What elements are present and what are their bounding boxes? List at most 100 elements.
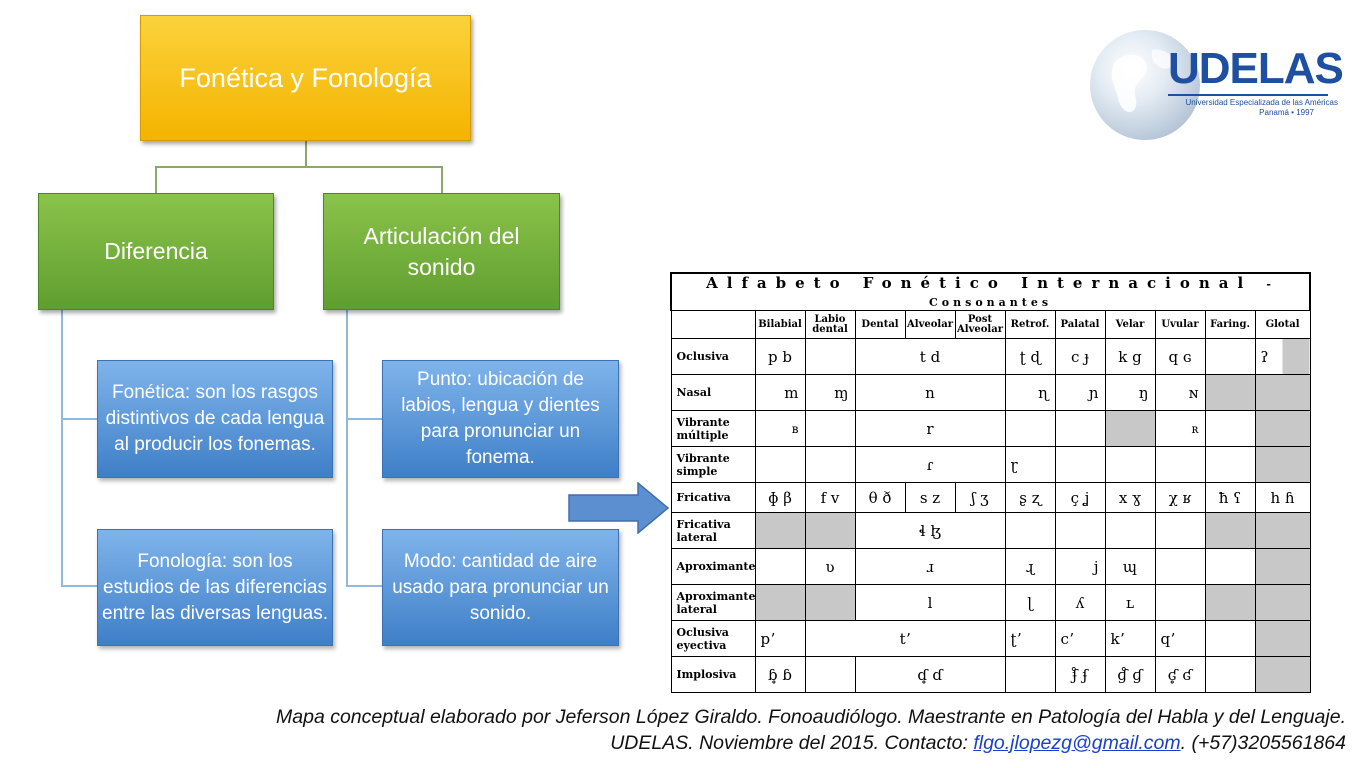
table-cell [1104, 446, 1156, 483]
table-cell: c ɟ [1054, 338, 1106, 375]
table-cell: p b [754, 338, 806, 375]
udelas-logo: UDELAS Universidad Especializada de las … [1090, 30, 1344, 142]
ipa-consonant-table: Alfabeto Fonético Internacional - Conson… [669, 272, 1312, 693]
column-header: Palatal [1054, 310, 1106, 339]
table-cell [1254, 656, 1311, 693]
table-cell: j [1054, 548, 1106, 585]
table-cell: f v [804, 482, 856, 513]
connector-left-trunk [61, 310, 63, 586]
table-cell: ʃ ʒ [954, 482, 1006, 513]
right-arrow-icon [568, 482, 670, 534]
table-cell [1154, 548, 1206, 585]
table-row: Fricativa lateral ɬ ɮ [670, 512, 1311, 549]
column-header: Velar [1104, 310, 1156, 339]
table-cell [1154, 512, 1206, 549]
ipa-table-title: Alfabeto Fonético Internacional - Conson… [669, 272, 1312, 311]
table-cell: ɬ ɮ [854, 512, 1006, 549]
table-cell [1254, 410, 1311, 447]
table-cell [1054, 512, 1106, 549]
table-cell: ɓ̥ ɓ [754, 656, 806, 693]
table-cell [1204, 410, 1256, 447]
table-cell: ɽ [1004, 446, 1056, 483]
table-cell: ɱ [804, 374, 856, 411]
connector-root-horizontal [155, 166, 443, 168]
table-cell: ɠ̊ ɠ [1104, 656, 1156, 693]
table-cell [804, 584, 856, 621]
table-cell: r [854, 410, 1006, 447]
table-cell: cʼ [1054, 620, 1106, 657]
table-cell: h ɦ [1254, 482, 1311, 513]
row-header: Fricativa [670, 482, 756, 513]
connector-right-down [441, 166, 443, 193]
branch-node-diferencia: Diferencia [38, 193, 274, 310]
table-cell [1254, 446, 1311, 483]
row-header: Aproximante lateral [670, 584, 756, 621]
table-cell: ʈʼ [1004, 620, 1056, 657]
globe-icon [1090, 30, 1200, 140]
column-header: Bilabial [754, 310, 806, 339]
table-cell [1004, 410, 1056, 447]
table-cell: s z [904, 482, 956, 513]
table-cell: ʎ [1054, 584, 1106, 621]
branch-node-articulacion: Articulación del sonido [323, 193, 560, 310]
row-header: Nasal [670, 374, 756, 411]
table-row: Aproximante lateral l ɭ ʎ ʟ [670, 584, 1311, 621]
table-cell [1204, 374, 1256, 411]
table-cell: ʙ [754, 410, 806, 447]
connector-left-down [155, 166, 157, 193]
table-cell [754, 584, 806, 621]
table-cell: ʄ̊ ʄ [1054, 656, 1106, 693]
table-cell [804, 446, 856, 483]
table-cell [1004, 512, 1056, 549]
table-cell [1204, 548, 1256, 585]
leaf-node-fonologia: Fonología: son los estudios de las difer… [97, 529, 333, 646]
table-cell [1054, 410, 1106, 447]
column-header: Labio dental [804, 310, 856, 339]
table-cell: ɗ̥ ɗ [854, 656, 1006, 693]
logo-subtitle: Universidad Especializada de las América… [1185, 98, 1338, 107]
table-cell: ɾ [854, 446, 1006, 483]
leaf-node-fonetica: Fonética: son los rasgos distintivos de … [97, 360, 333, 478]
table-cell: tʼ [804, 620, 1006, 657]
connector-right-item2 [346, 585, 383, 587]
table-cell [804, 512, 856, 549]
table-cell: ɭ [1004, 584, 1056, 621]
table-cell [804, 656, 856, 693]
table-cell: ɹ [854, 548, 1006, 585]
row-header: Vibrante múltiple [670, 410, 756, 447]
connector-right-item1 [346, 418, 383, 420]
table-cell: χ ʁ [1154, 482, 1206, 513]
table-cell: ʀ [1154, 410, 1206, 447]
ipa-table-subtitle: - Consonantes [929, 278, 1275, 309]
table-cell: ɻ [1004, 548, 1056, 585]
table-cell: ç ʝ [1054, 482, 1106, 513]
caption-line-1: Mapa conceptual elaborado por Jeferson L… [276, 706, 1346, 728]
row-header: Vibrante simple [670, 446, 756, 483]
table-cell: ɸ β [754, 482, 806, 513]
table-row: Oclusiva p b t d ʈ ɖ c ɟ k g q ɢ ʔ [670, 338, 1311, 375]
column-header: Retrof. [1004, 310, 1056, 339]
table-cell: ħ ʕ [1204, 482, 1256, 513]
table-cell: pʼ [754, 620, 806, 657]
leaf-node-punto: Punto: ubicación de labios, lengua y die… [382, 360, 619, 478]
table-cell: θ ð [854, 482, 906, 513]
row-header: Fricativa lateral [670, 512, 756, 549]
table-cell [804, 410, 856, 447]
table-cell [1054, 446, 1106, 483]
table-cell: qʼ [1154, 620, 1206, 657]
table-row: Oclusiva eyectiva pʼ tʼ ʈʼ cʼ kʼ qʼ [670, 620, 1311, 657]
table-cell: l [854, 584, 1006, 621]
table-cell: ɰ [1104, 548, 1156, 585]
leaf-node-modo: Modo: cantidad de aire usado para pronun… [382, 529, 619, 646]
contact-email-link[interactable]: flgo.jlopezg@gmail.com [973, 732, 1181, 754]
table-cell [1004, 656, 1056, 693]
table-cell [1154, 584, 1206, 621]
table-row: Vibrante múltiple ʙ r ʀ [670, 410, 1311, 447]
table-cell [1254, 374, 1311, 411]
table-cell: ʂ ʐ [1004, 482, 1056, 513]
table-cell [754, 446, 806, 483]
connector-right-trunk [346, 310, 348, 586]
column-header: Alveolar [904, 310, 956, 339]
table-cell [754, 548, 806, 585]
table-cell: n [854, 374, 1006, 411]
